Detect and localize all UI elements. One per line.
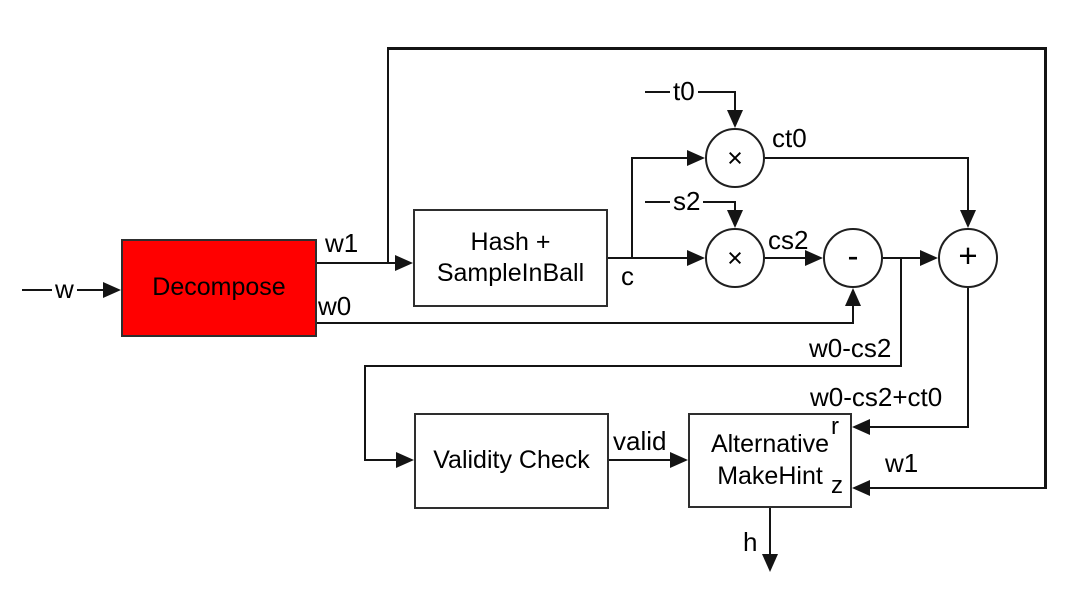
hash-sampleinball-block: Hash + SampleInBall bbox=[413, 209, 608, 307]
signal-label-w0: w0 bbox=[318, 291, 352, 321]
wire-w1-loop-top bbox=[387, 47, 1047, 50]
arrowhead-valid-into-makehint bbox=[670, 452, 688, 468]
wire-subtract-out bbox=[883, 257, 923, 259]
arrowhead-c-into-multiply-t0 bbox=[687, 150, 705, 166]
wire-ct0 bbox=[765, 157, 969, 159]
signal-label-valid: valid bbox=[613, 426, 667, 456]
wire-t0-down bbox=[734, 91, 736, 111]
wire-add-out-to-r bbox=[868, 426, 969, 428]
wire-valid bbox=[609, 459, 673, 461]
makehint-port-z-label: z bbox=[831, 472, 843, 499]
arrowhead-w0cs2-into-validity bbox=[396, 452, 414, 468]
wire-w0cs2-tap-down bbox=[900, 258, 902, 367]
hash-label-line1: Hash + bbox=[470, 227, 551, 256]
arrowhead-h-output bbox=[762, 554, 778, 572]
wire-w0cs2-across bbox=[364, 365, 902, 367]
arrowhead-ct0-into-add bbox=[960, 210, 976, 228]
minus-icon: - bbox=[847, 237, 859, 274]
arrowhead-w-into-decompose bbox=[103, 282, 121, 298]
wire-w1 bbox=[317, 262, 397, 264]
wire-w0 bbox=[317, 322, 854, 324]
multiply-icon: × bbox=[727, 142, 743, 173]
wire-w1-to-z bbox=[860, 487, 1045, 489]
plus-icon: + bbox=[958, 237, 978, 274]
makehint-label-line2: MakeHint bbox=[717, 461, 823, 490]
arrowhead-t0-into-multiply bbox=[727, 110, 743, 128]
wire-c bbox=[608, 257, 687, 259]
multiply-icon: × bbox=[727, 242, 743, 273]
wire-w0cs2-into-validity bbox=[364, 459, 399, 461]
signal-label-w1: w1 bbox=[325, 228, 359, 258]
signal-label-w0-cs2: w0-cs2 bbox=[809, 333, 892, 363]
signal-label-w0-cs2-ct0: w0-cs2+ct0 bbox=[810, 382, 943, 412]
signal-label-w: w bbox=[52, 274, 77, 305]
signal-label-cs2: cs2 bbox=[768, 225, 809, 255]
multiply-t0-node: × bbox=[705, 128, 765, 188]
arrowhead-w0cs2-into-add bbox=[920, 250, 938, 266]
validity-check-block: Validity Check bbox=[414, 413, 609, 509]
signal-label-c: c bbox=[621, 261, 634, 291]
signal-label-h: h bbox=[743, 527, 758, 557]
add-node: + bbox=[938, 228, 998, 288]
signal-label-s2: s2 bbox=[670, 186, 704, 217]
validity-check-label: Validity Check bbox=[433, 446, 590, 475]
decompose-block: Decompose bbox=[121, 239, 317, 337]
multiply-s2-node: × bbox=[705, 228, 765, 288]
wire-w0-up bbox=[852, 295, 854, 323]
hash-label-line2: SampleInBall bbox=[436, 259, 585, 287]
arrowhead-w0-into-subtract bbox=[845, 288, 861, 306]
wire-h-output bbox=[769, 508, 771, 558]
wire-add-out-down bbox=[967, 288, 969, 427]
arrowhead-into-r bbox=[852, 419, 870, 435]
subtract-node: - bbox=[823, 228, 883, 288]
wire-s2-down bbox=[734, 201, 736, 213]
makehint-label-line1: Alternative bbox=[710, 430, 830, 459]
arrowhead-cs2-into-subtract bbox=[805, 250, 823, 266]
makehint-port-r-label: r bbox=[831, 413, 839, 440]
wire-w1-loop-right bbox=[1044, 47, 1047, 489]
signal-label-w1-z: w1 bbox=[885, 448, 919, 478]
wire-c-branch-up bbox=[631, 157, 633, 258]
signal-label-ct0: ct0 bbox=[772, 123, 807, 153]
wire-ct0-down bbox=[967, 157, 969, 212]
signal-label-t0: t0 bbox=[670, 76, 698, 107]
arrowhead-c-into-multiply-s2 bbox=[687, 250, 705, 266]
arrowhead-w1-into-z bbox=[852, 480, 870, 496]
arrowhead-s2-into-multiply bbox=[727, 210, 743, 228]
wire-c-branch-top bbox=[631, 157, 687, 159]
arrowhead-w1-into-hash bbox=[395, 255, 413, 271]
alternative-makehint-block: Alternative MakeHint bbox=[688, 413, 852, 508]
decompose-label: Decompose bbox=[152, 273, 286, 302]
wire-w0cs2-down bbox=[364, 366, 366, 461]
wire-cs2 bbox=[765, 257, 807, 259]
wire-w1-loop-up bbox=[387, 48, 389, 264]
